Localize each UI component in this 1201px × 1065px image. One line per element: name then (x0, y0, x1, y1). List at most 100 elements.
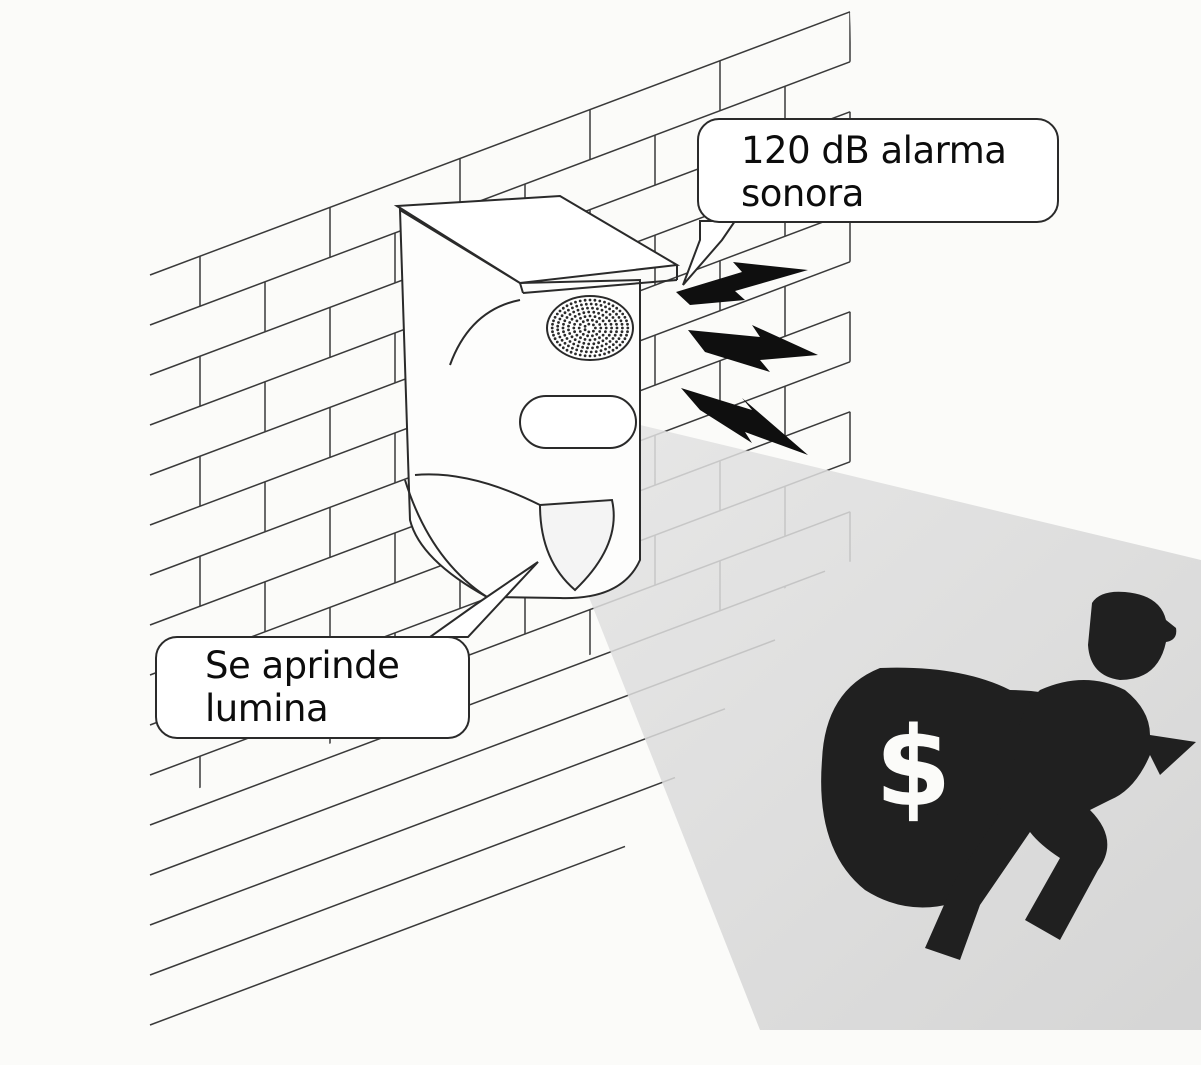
speaker-hole (598, 336, 601, 340)
speaker-hole (613, 319, 617, 323)
speaker-hole (567, 324, 570, 328)
speaker-hole (599, 304, 603, 307)
speaker-hole (560, 338, 564, 342)
speaker-hole (597, 341, 600, 345)
speaker-hole (593, 338, 597, 341)
speaker-hole (583, 328, 587, 332)
speaker-hole (563, 333, 567, 337)
alarm-callout: 120 dB alarma sonora (697, 118, 1059, 223)
speaker-hole (561, 326, 565, 330)
speaker-holes (550, 298, 630, 358)
speaker-hole (572, 326, 576, 330)
speaker-hole (587, 330, 591, 334)
speaker-hole (570, 317, 574, 321)
speaker-hole (626, 326, 630, 330)
speaker-hole (609, 330, 613, 334)
speaker-hole (553, 337, 557, 341)
speaker-hole (557, 321, 560, 324)
speaker-hole (562, 322, 565, 326)
speaker-hole (592, 329, 595, 333)
speaker-hole (601, 319, 605, 323)
speaker-hole (555, 340, 559, 344)
speaker-hole (617, 337, 621, 340)
speaker-hole (567, 328, 570, 332)
speaker-hole (619, 319, 623, 323)
speaker-hole (592, 342, 596, 346)
speaker-hole (615, 322, 618, 326)
speaker-hole (565, 348, 569, 352)
speaker-hole (578, 323, 582, 326)
speaker-hole (580, 303, 583, 307)
speaker-hole (567, 344, 570, 348)
speaker-hole (582, 311, 586, 315)
speaker-hole (591, 334, 594, 338)
speaker-hole (579, 316, 582, 320)
speaker-hole (568, 313, 572, 316)
speaker-hole (603, 300, 606, 304)
speaker-hole (582, 341, 586, 345)
speaker-hole (623, 315, 627, 319)
speaker-hole (593, 298, 597, 302)
speaker-hole (561, 346, 565, 350)
speaker-hole (601, 333, 605, 337)
speaker-hole (607, 333, 611, 337)
speaker-hole (579, 336, 582, 340)
speaker-hole (607, 302, 611, 306)
speaker-hole (551, 322, 554, 326)
light-callout-line1: Se aprinde (205, 644, 400, 687)
speaker-hole (565, 304, 569, 308)
speaker-hole (577, 326, 581, 330)
speaker-hole (565, 337, 569, 340)
speaker-hole (591, 318, 594, 322)
speaker-hole (623, 337, 627, 341)
speaker-hole (568, 321, 572, 324)
speaker-hole (556, 324, 560, 328)
speaker-hole (620, 330, 624, 334)
speaker-hole (568, 340, 572, 343)
speaker-hole (604, 342, 608, 346)
alarm-callout-line1: 120 dB alarma (741, 129, 1007, 172)
speaker-hole (569, 302, 573, 306)
speaker-hole (611, 337, 615, 340)
speaker-hole (619, 333, 623, 337)
speaker-hole (575, 333, 579, 337)
mortar-line (149, 61, 851, 326)
speaker-hole (615, 326, 619, 330)
speaker-hole (603, 352, 606, 356)
speaker-hole (572, 342, 576, 346)
speaker-hole (595, 332, 599, 336)
speaker-hole (593, 354, 597, 358)
speaker-hole (577, 340, 581, 344)
speaker-hole (550, 326, 554, 330)
burglar-icon: $ (821, 591, 1196, 960)
speaker-hole (567, 308, 570, 312)
speaker-grille-icon (546, 295, 634, 361)
speaker-hole (598, 330, 602, 333)
speaker-hole (605, 336, 608, 340)
speaker-hole (625, 319, 628, 323)
speaker-hole (611, 343, 615, 346)
speaker-hole (578, 353, 582, 357)
speaker-hole (617, 316, 621, 319)
speaker-hole (594, 350, 598, 353)
sound-wave-bolt-icon (676, 262, 818, 455)
speaker-hole (594, 326, 597, 330)
speaker-hole (604, 310, 608, 314)
speaker-hole (588, 314, 592, 318)
speaker-hole (591, 346, 594, 350)
speaker-hole (605, 316, 608, 320)
speaker-hole (597, 311, 600, 315)
speaker-hole (615, 312, 618, 316)
speaker-hole (611, 348, 615, 352)
speaker-hole (552, 319, 555, 323)
mortar-line (149, 776, 676, 976)
speaker-hole (583, 338, 587, 341)
speaker-hole (571, 306, 574, 310)
speaker-hole (592, 323, 595, 327)
speaker-hole (600, 344, 604, 348)
speaker-hole (598, 323, 602, 326)
speaker-hole (569, 350, 573, 354)
speaker-hole (558, 343, 562, 347)
speaker-hole (588, 354, 592, 358)
